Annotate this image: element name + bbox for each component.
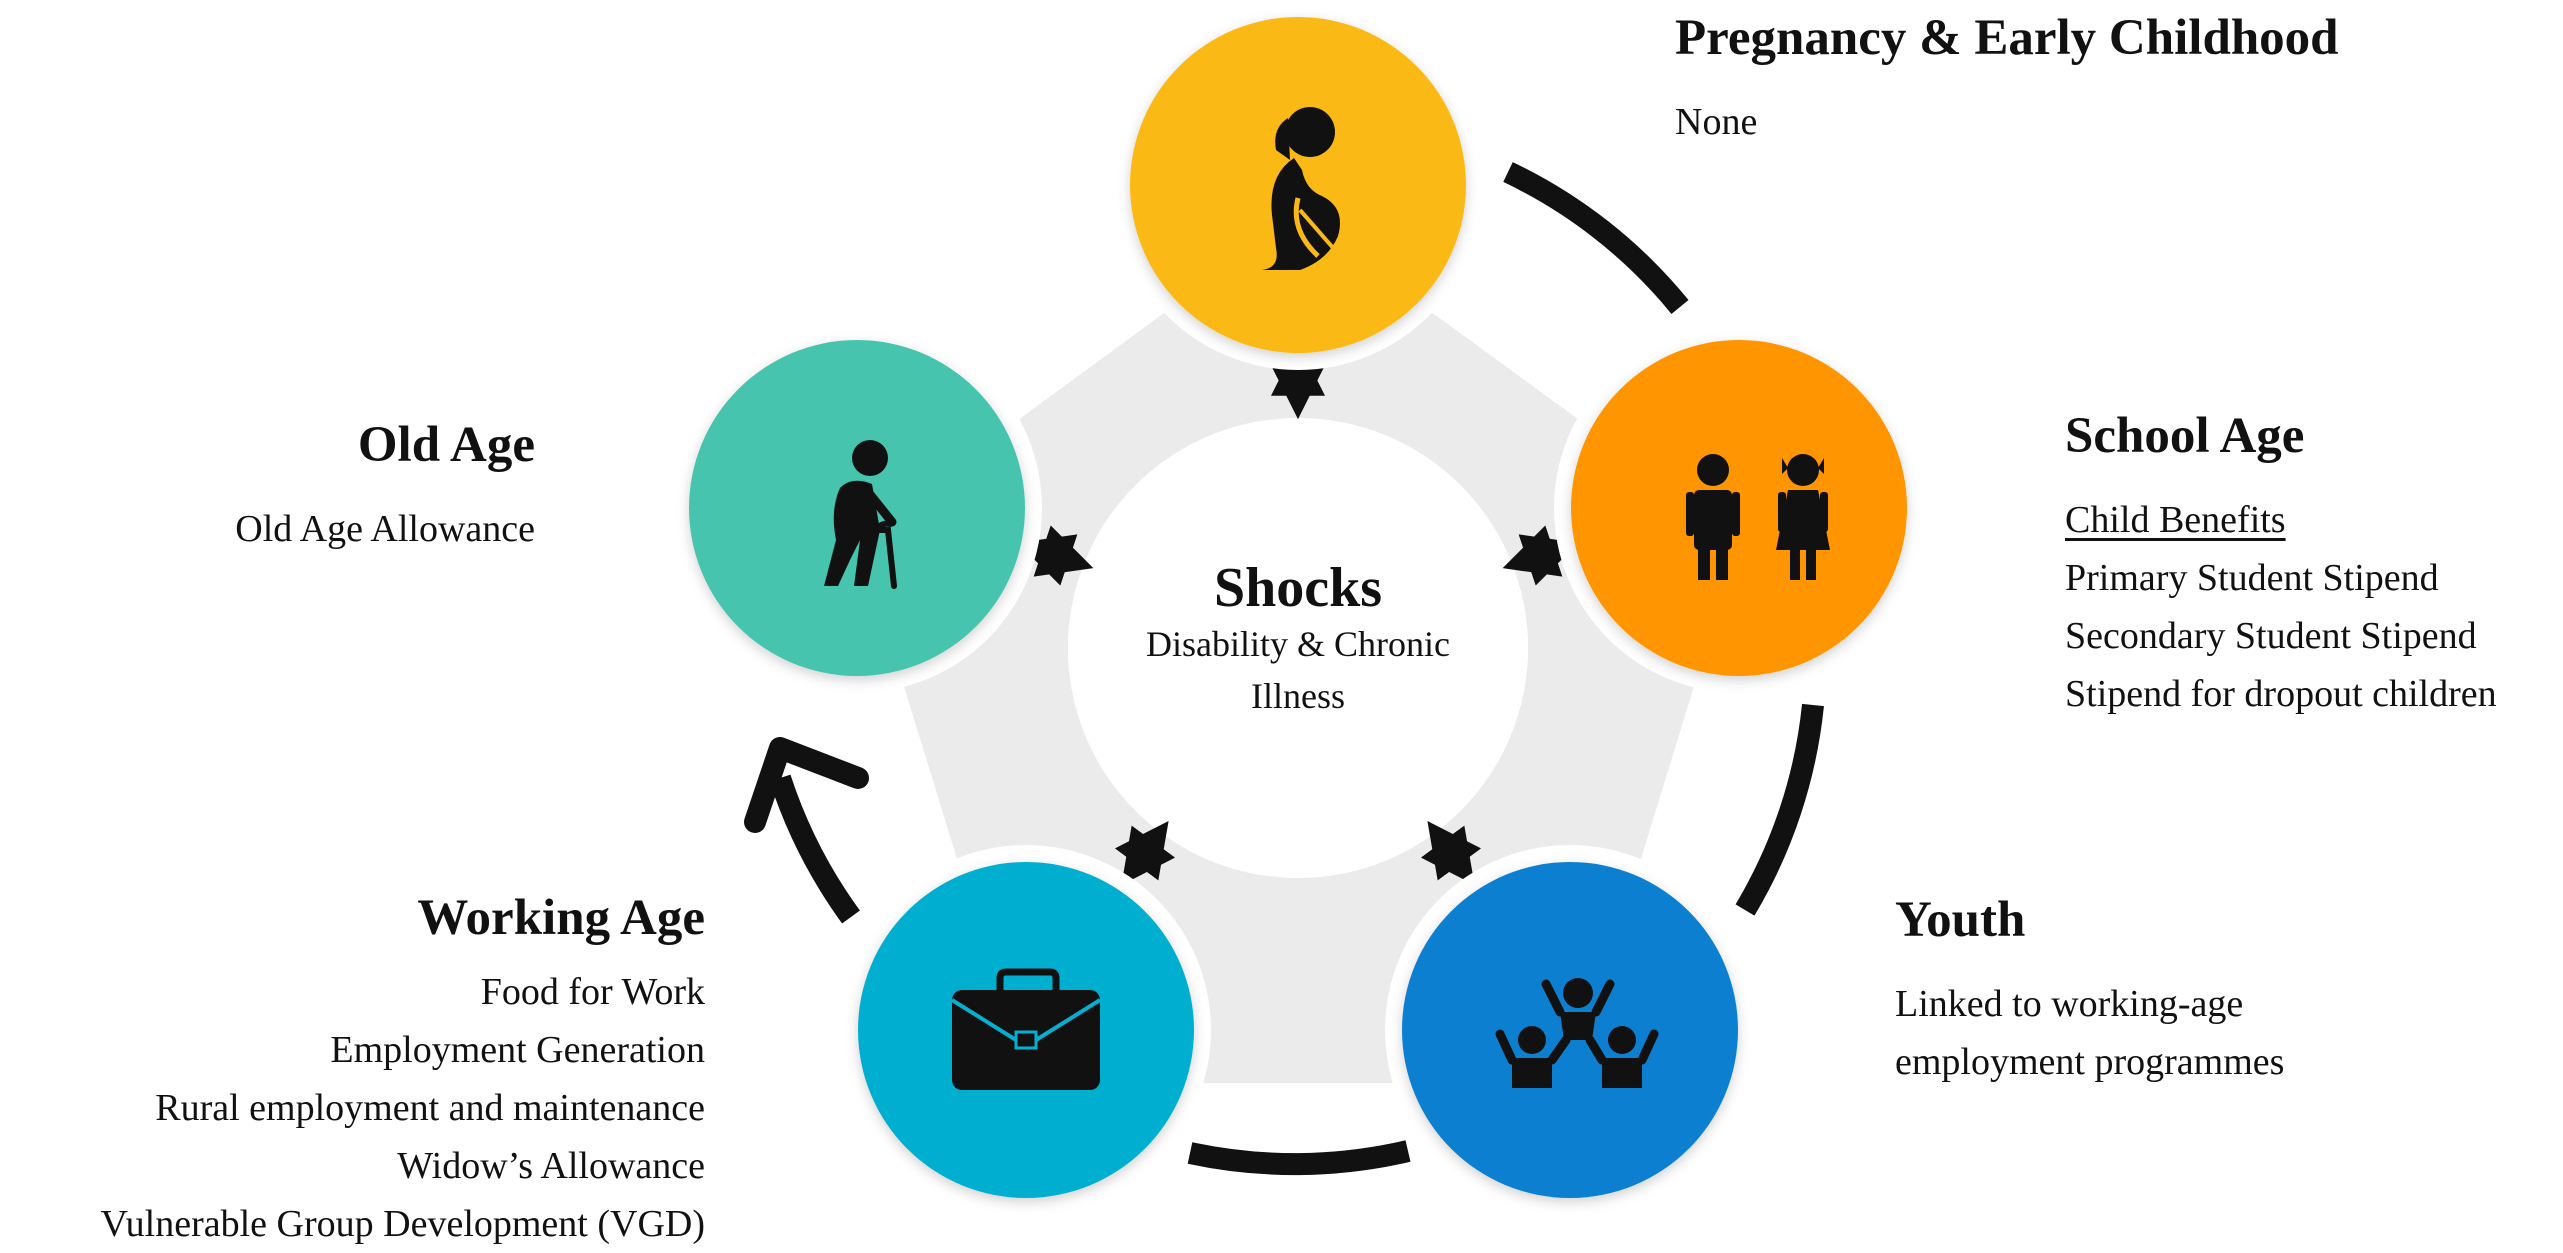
cycle-arc-top-right — [1503, 162, 1689, 314]
stage-item: Employment Generation — [330, 1029, 705, 1071]
cycle-arrow-left — [769, 774, 860, 924]
cycle-arc-bottom — [1187, 1140, 1411, 1176]
stage-title-old-age: Old Age — [357, 417, 535, 473]
stage-title-pregnancy: Pregnancy & Early Childhood — [1675, 10, 2339, 66]
stage-item: employment programmes — [1895, 1041, 2285, 1083]
group-celebrating-icon — [1495, 978, 1659, 1088]
stage-item: Linked to working-age — [1895, 983, 2244, 1025]
cycle-arc-right — [1735, 703, 1824, 916]
center-title: Shocks — [1214, 557, 1382, 619]
stage-item: Old Age Allowance — [235, 508, 535, 550]
elderly-person-icon — [824, 440, 897, 589]
stage-title-school: School Age — [2065, 408, 2305, 464]
connector-arrow-youth — [1420, 820, 1482, 886]
stage-label-working: Working Age Food for Work Employment Gen… — [101, 888, 705, 1253]
stage-label-pregnancy: Pregnancy & Early Childhood None — [1675, 8, 2339, 151]
stage-title-youth: Youth — [1895, 892, 2026, 948]
stage-label-old-age: Old Age Old Age Allowance — [235, 415, 535, 558]
stage-label-school: School Age Child Benefits Primary Studen… — [2065, 406, 2497, 723]
center-circle — [1068, 418, 1528, 878]
briefcase-icon — [950, 968, 1102, 1090]
connector-arrow-working — [1114, 820, 1176, 886]
stage-title-working: Working Age — [417, 890, 705, 946]
center-subtitle-line2: Illness — [1251, 676, 1345, 716]
stage-item: Vulnerable Group Development (VGD) — [100, 1203, 705, 1245]
connector-arrow-old-age — [1017, 525, 1094, 586]
cycle-arrow-head — [744, 737, 869, 833]
stage-item: Food for Work — [480, 971, 705, 1013]
pregnant-woman-icon — [1262, 107, 1350, 270]
stage-item: Stipend for dropout children — [2065, 673, 2497, 715]
connector-arrow-school — [1502, 525, 1579, 586]
stage-item: Primary Student Stipend — [2065, 557, 2439, 599]
stage-item: Child Benefits — [2065, 499, 2286, 541]
stage-item: Secondary Student Stipend — [2065, 615, 2477, 657]
stage-item: Widow’s Allowance — [397, 1145, 705, 1187]
boy-girl-icon — [1686, 454, 1830, 580]
stage-item: Rural employment and maintenance — [155, 1087, 705, 1129]
center-subtitle-line1: Disability & Chronic — [1146, 624, 1450, 664]
stage-label-youth: Youth Linked to working-age employment p… — [1895, 890, 2284, 1091]
stage-item: None — [1675, 101, 1758, 143]
